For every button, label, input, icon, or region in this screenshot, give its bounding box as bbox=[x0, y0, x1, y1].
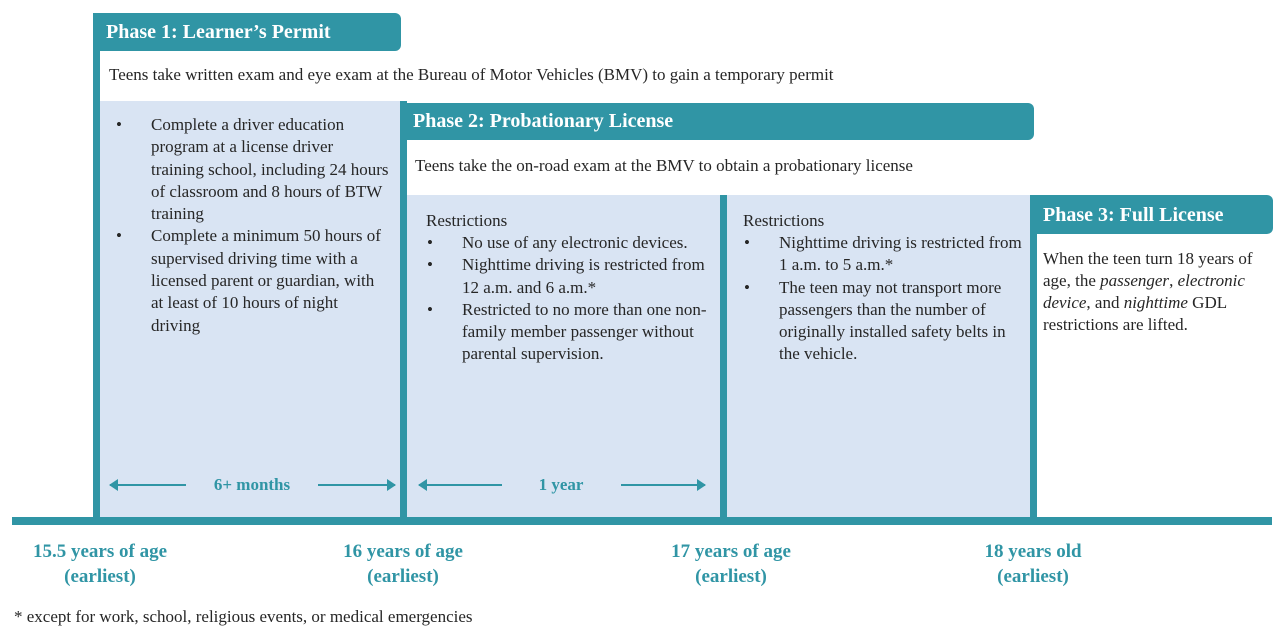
duration-arrow-right-icon bbox=[318, 479, 396, 491]
phase3-start-bar bbox=[1030, 195, 1037, 519]
list-item: The teen may not transport more passenge… bbox=[743, 277, 1023, 366]
list-item: No use of any electronic devices. bbox=[426, 232, 714, 255]
year2-restrictions-list: Nighttime driving is restricted from 1 a… bbox=[743, 232, 1023, 366]
phase1-title: Phase 1: Learner’s Permit bbox=[93, 13, 401, 51]
year1-restrictions-list: No use of any electronic devices. Nightt… bbox=[426, 232, 714, 366]
phase1-start-bar bbox=[93, 13, 100, 519]
phase2-intro: Teens take the on-road exam at the BMV t… bbox=[415, 156, 913, 175]
phase1-requirements-list: Complete a driver education program at a… bbox=[115, 114, 390, 337]
duration-arrow-right-icon bbox=[621, 479, 706, 491]
year2-restrictions-heading: Restrictions bbox=[743, 211, 825, 230]
phase3-description: When the teen turn 18 years of age, the … bbox=[1043, 249, 1253, 334]
list-item: Nighttime driving is restricted from 12 … bbox=[426, 254, 714, 299]
duration-arrow-left-icon bbox=[418, 479, 502, 491]
phase3-title: Phase 3: Full License bbox=[1030, 195, 1273, 234]
age-label-18: 18 years old (earliest) bbox=[984, 541, 1082, 587]
year1-duration: 1 year bbox=[538, 475, 584, 494]
age-label-15-5: 15.5 years of age (earliest) bbox=[32, 541, 168, 587]
phase1-intro: Teens take written exam and eye exam at … bbox=[109, 65, 834, 84]
phase2-start-bar bbox=[400, 101, 407, 519]
list-item: Complete a driver education program at a… bbox=[115, 114, 390, 225]
footnote: * except for work, school, religious eve… bbox=[14, 607, 473, 626]
duration-arrow-left-icon bbox=[109, 479, 186, 491]
year1-restrictions-heading: Restrictions bbox=[426, 211, 508, 230]
list-item: Restricted to no more than one non-famil… bbox=[426, 299, 714, 366]
year2-divider-bar bbox=[720, 195, 727, 519]
age-label-16: 16 years of age (earliest) bbox=[343, 541, 463, 587]
age-label-17: 17 years of age (earliest) bbox=[671, 541, 791, 587]
list-item: Nighttime driving is restricted from 1 a… bbox=[743, 232, 1023, 277]
phase2-title: Phase 2: Probationary License bbox=[400, 103, 1034, 140]
timeline-axis bbox=[12, 517, 1272, 525]
list-item: Complete a minimum 50 hours of supervise… bbox=[115, 225, 390, 336]
phase1-duration: 6+ months bbox=[213, 475, 291, 494]
